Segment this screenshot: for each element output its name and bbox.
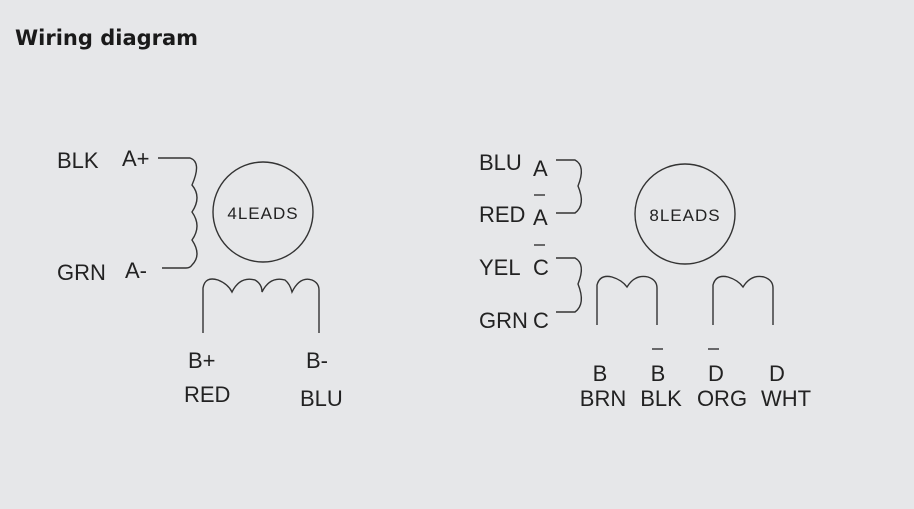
terminal-b-plus: B+ — [188, 348, 216, 373]
lead-color-org: ORG — [697, 386, 747, 411]
lead-color-blu: BLU — [300, 386, 343, 411]
coil-a-winding — [158, 157, 198, 269]
coil-c-winding — [556, 257, 583, 313]
coil-b-winding — [202, 278, 320, 333]
lead-color-wht: WHT — [761, 386, 811, 411]
eight-lead-diagram: BLU A RED A YEL C GRN C 8LEADS B B D D B… — [479, 150, 811, 411]
terminal-b-bar: B — [651, 361, 666, 386]
lead-color-yel: YEL — [479, 255, 521, 280]
terminal-c-bar: C — [533, 255, 549, 280]
terminal-d-bar: D — [708, 361, 724, 386]
motor-label: 8LEADS — [649, 206, 720, 225]
lead-color-red: RED — [184, 382, 230, 407]
lead-color-blk: BLK — [640, 386, 682, 411]
lead-color-blk: BLK — [57, 148, 99, 173]
four-lead-diagram: BLK A+ GRN A- 4LEADS B+ RED B- BLU — [57, 146, 343, 411]
lead-color-blu: BLU — [479, 150, 522, 175]
motor-label: 4LEADS — [227, 204, 298, 223]
terminal-b-minus: B- — [306, 348, 328, 373]
motor-circle — [634, 163, 736, 265]
lead-color-red: RED — [479, 202, 525, 227]
lead-color-brn: BRN — [580, 386, 626, 411]
coil-d-winding — [712, 275, 774, 325]
coil-a-winding — [556, 159, 583, 214]
terminal-b: B — [593, 361, 608, 386]
motor-circle — [212, 161, 314, 263]
lead-color-grn: GRN — [479, 308, 528, 333]
lead-color-grn: GRN — [57, 260, 106, 285]
terminal-a-minus: A- — [125, 258, 147, 283]
terminal-d: D — [769, 361, 785, 386]
terminal-a-plus: A+ — [122, 146, 150, 171]
page-title: Wiring diagram — [15, 26, 199, 50]
terminal-a: A — [533, 156, 548, 181]
terminal-a-bar: A — [533, 205, 548, 230]
terminal-c: C — [533, 308, 549, 333]
coil-b-winding — [596, 275, 658, 325]
